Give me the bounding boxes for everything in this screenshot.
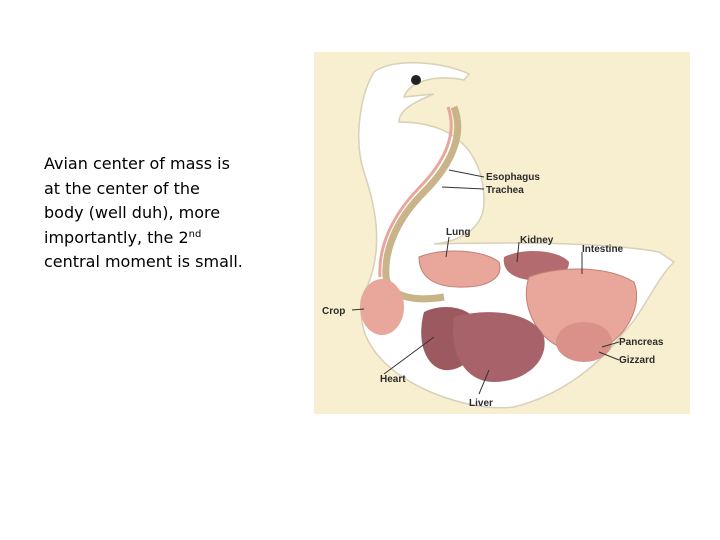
esophagus-tube <box>378 106 453 278</box>
crop-organ <box>360 279 404 335</box>
caption-line-5: central moment is small. <box>44 252 243 271</box>
label-crop: Crop <box>322 306 345 317</box>
label-pancreas: Pancreas <box>619 337 664 348</box>
bird-anatomy-diagram: Esophagus Trachea Lung Kidney Intestine … <box>314 52 690 414</box>
label-intestine: Intestine <box>582 244 624 255</box>
label-liver: Liver <box>469 398 493 409</box>
caption-line-2: at the center of the <box>44 178 200 198</box>
label-esophagus: Esophagus <box>486 172 540 183</box>
lung-organ <box>418 250 501 288</box>
label-trachea: Trachea <box>486 185 524 196</box>
caption-text: Avian center of mass is at the center of… <box>44 152 294 275</box>
bird-anatomy-svg: Esophagus Trachea Lung Kidney Intestine … <box>322 61 676 409</box>
label-gizzard: Gizzard <box>619 355 655 366</box>
label-heart: Heart <box>380 374 406 385</box>
caption-line-3: body (well duh), more <box>44 203 221 222</box>
caption-line-1: Avian center of mass is <box>44 154 230 173</box>
caption-line-4-text: importantly, the 2 <box>44 227 189 247</box>
caption-superscript: nd <box>188 228 202 240</box>
label-kidney: Kidney <box>520 235 554 246</box>
leader-lines <box>351 169 620 395</box>
caption-line-4: importantly, the 2nd <box>44 226 294 251</box>
label-lung: Lung <box>446 227 470 238</box>
eye-icon <box>411 75 421 85</box>
liver-organ <box>453 312 545 382</box>
gizzard-organ <box>556 322 612 362</box>
